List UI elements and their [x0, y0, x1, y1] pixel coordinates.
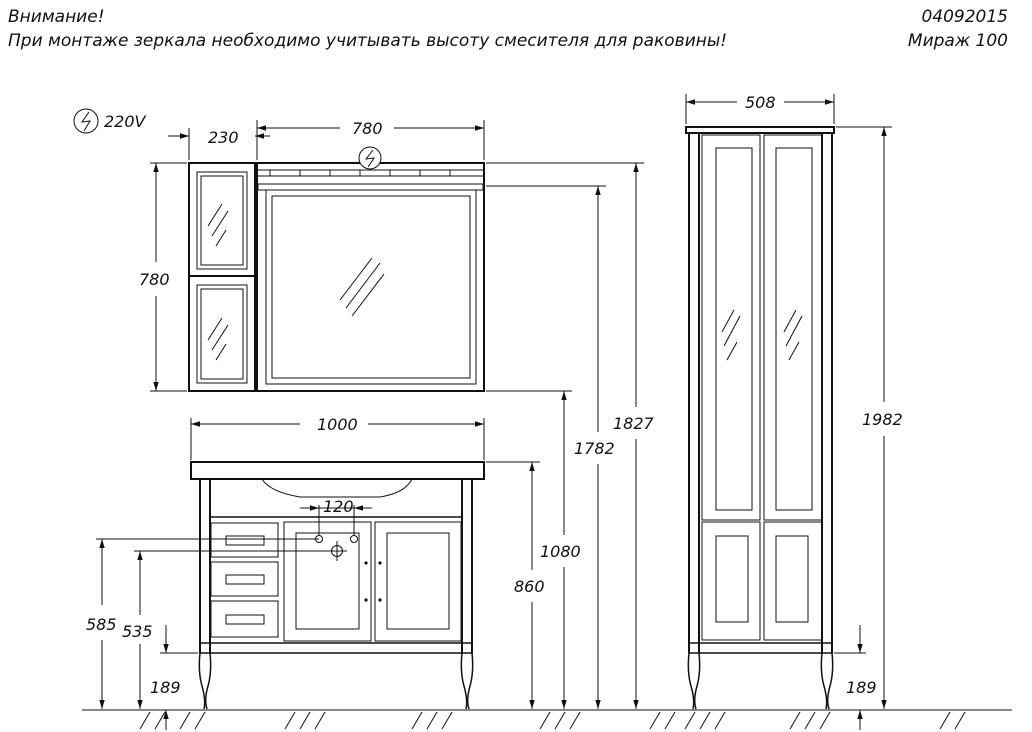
dim-faucet-spacing: 120: [323, 497, 354, 516]
dim-mirror-1827: 1827: [613, 414, 655, 433]
dim-vanity-width: 1000: [317, 415, 358, 434]
electric-outlet-icon: [73, 108, 99, 134]
tall-column-cabinet: [685, 126, 835, 710]
dim-mirror-width: 780: [352, 119, 383, 138]
dim-leg-height-left: 189: [150, 678, 181, 697]
glass-reflection-icon: [721, 309, 803, 361]
glass-reflection-icon: [207, 203, 229, 361]
header-warning-title: Внимание!: [8, 7, 105, 27]
header-model: Мираж 100: [907, 31, 1008, 51]
vanity-unit: [190, 461, 485, 710]
dim-column-height: 1982: [862, 410, 903, 429]
dim-mirror-1782: 1782: [574, 439, 615, 458]
side-cabinet: [188, 162, 256, 392]
dim-column-width: 508: [745, 93, 776, 112]
floor-line: [82, 709, 1012, 730]
dim-cabinet-width: 230: [208, 128, 239, 147]
dim-leg-height-right: 189: [846, 678, 877, 697]
mirror: [256, 146, 485, 392]
dim-height-585: 585: [86, 615, 117, 634]
electric-outlet-icon: [358, 146, 382, 170]
header-warning-text: При монтаже зеркала необходимо учитывать…: [8, 31, 728, 51]
dim-vanity-1080: 1080: [540, 542, 581, 561]
dim-height-535: 535: [122, 622, 153, 641]
dim-mirror-height: 780: [139, 270, 170, 289]
glass-reflection-icon: [339, 257, 385, 317]
dimension-lines: [96, 94, 892, 730]
dim-vanity-860: 860: [514, 577, 545, 596]
header-doc-code: 04092015: [921, 7, 1008, 27]
voltage-label: 220V: [104, 112, 147, 131]
